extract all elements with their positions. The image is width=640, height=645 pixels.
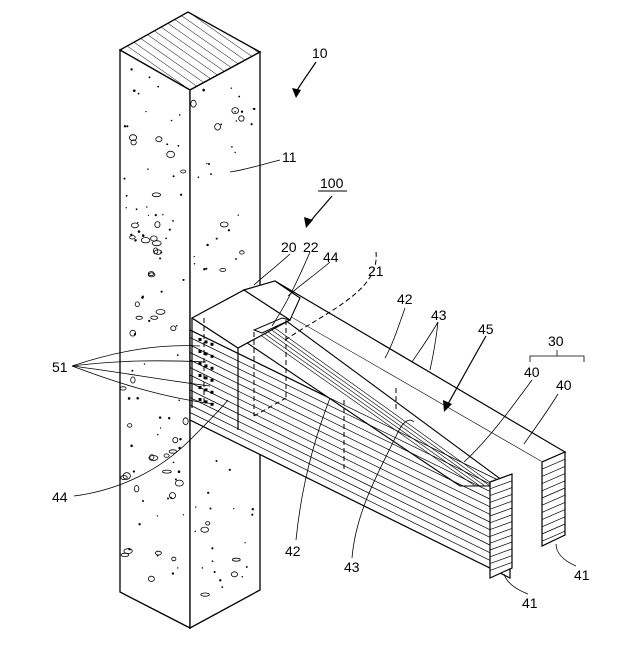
label-44-top: 44 [323,249,339,265]
label-43-bottom: 43 [344,559,360,575]
label-joint-20: 20 [281,239,297,255]
label-41-back: 41 [574,567,590,583]
label-group-30: 30 [548,333,564,349]
label-43-top: 43 [431,307,447,323]
label-51: 51 [52,359,68,375]
label-45: 45 [478,321,494,337]
label-21: 21 [368,263,384,279]
label-41-front: 41 [522,595,538,611]
label-44-bottom: 44 [52,489,68,505]
label-42-top: 42 [397,291,413,307]
label-40-left: 40 [524,364,540,380]
label-42-bottom: 42 [285,543,301,559]
column-left-face [120,50,190,628]
label-column-ref: 10 [312,45,328,61]
label-assembly-ref: 100 [320,175,344,191]
label-joint-22: 22 [303,239,319,255]
label-column-body: 11 [282,149,297,165]
label-40-right: 40 [556,377,572,393]
